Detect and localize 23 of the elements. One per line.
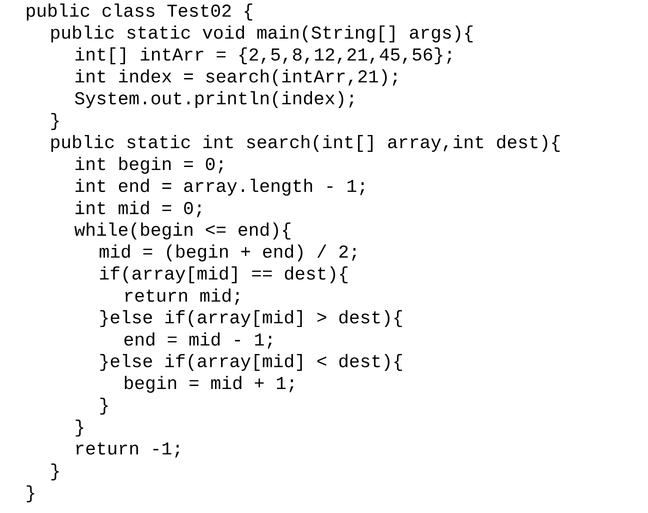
code-line: } <box>51 113 59 130</box>
code-line: begin = mid + 1; <box>124 376 294 393</box>
code-line: int index = search(intArr,21); <box>76 69 397 86</box>
code-line: mid = (begin + end) / 2; <box>100 244 356 262</box>
code-line: return mid; <box>125 288 240 305</box>
code-line: } <box>100 398 108 415</box>
code-line: System.out.println(index); <box>74 91 354 108</box>
code-line: public static int search(int[] array,int dest){ <box>51 134 560 152</box>
code-line: } <box>26 485 34 502</box>
code-line: public class Test02 { <box>26 4 252 20</box>
code-line: }else if(array[mid] > dest){ <box>100 310 402 328</box>
code-line: }else if(array[mid] < dest){ <box>100 354 402 371</box>
code-line: return -1; <box>76 442 180 458</box>
code-line: int mid = 0; <box>76 200 201 218</box>
code-line: public static void main(String[] args){ <box>51 25 473 42</box>
code-line: end = mid - 1; <box>124 332 272 349</box>
code-line: int end = array.length - 1; <box>76 178 364 196</box>
code-line: int begin = 0; <box>76 156 223 174</box>
code-line: } <box>51 463 59 480</box>
code-line: if(array[mid] == dest){ <box>100 266 348 284</box>
code-line: while(begin <= end){ <box>74 222 290 240</box>
code-line: int[] intArr = {2,5,8,12,21,45,56}; <box>76 47 452 64</box>
code-line: } <box>76 420 84 437</box>
